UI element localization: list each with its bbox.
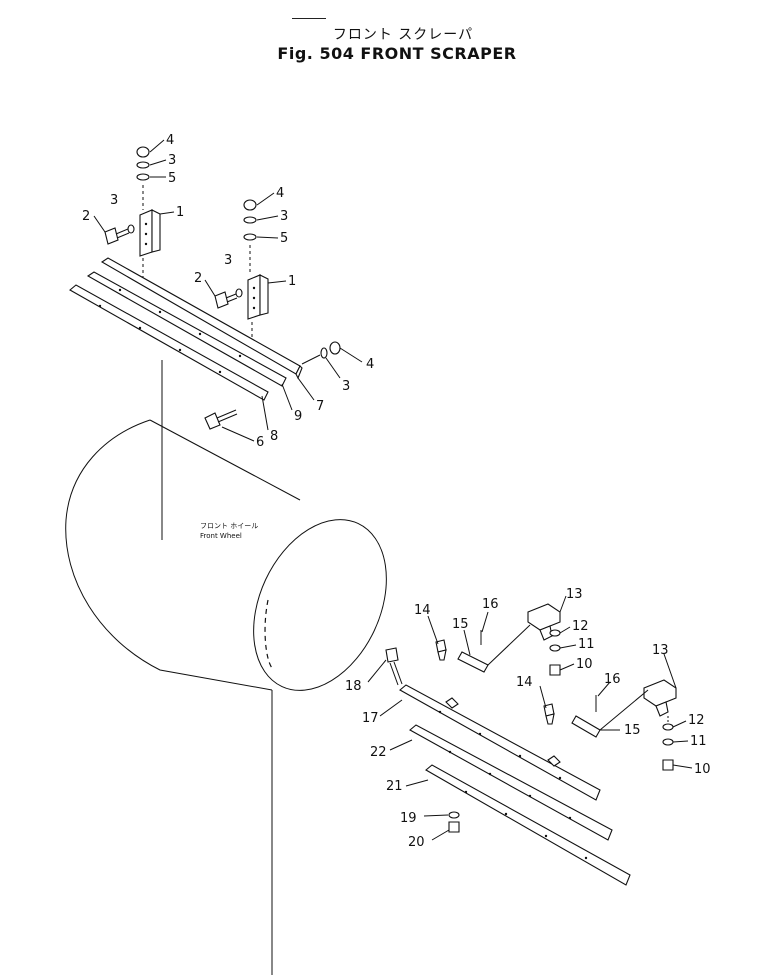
callout-16: 16 <box>482 597 499 612</box>
callout-3: 3 <box>342 379 350 394</box>
callout-21: 21 <box>386 779 403 794</box>
callout-4: 4 <box>276 186 284 201</box>
bolt-right <box>214 288 243 309</box>
scraper-bar-7 <box>100 257 303 380</box>
right-hardware-stack <box>243 199 257 345</box>
callout-14: 14 <box>516 675 533 690</box>
bar-end-hardware <box>301 341 341 365</box>
bottom-hardware <box>448 811 460 833</box>
left-hardware-stack <box>136 146 150 282</box>
hardware-stack-upper <box>549 629 561 676</box>
front-wheel: フロント ホイール Front Wheel <box>65 360 387 975</box>
bolt-6 <box>204 409 238 430</box>
callout-5: 5 <box>280 231 288 246</box>
callout-16: 16 <box>604 672 621 687</box>
callout-4: 4 <box>166 133 174 148</box>
hinge-bracket-lower <box>643 679 677 717</box>
callout-6: 6 <box>256 435 264 450</box>
callout-9: 9 <box>294 409 302 424</box>
bolt-18 <box>385 647 403 686</box>
scraper-blade-8 <box>69 284 269 401</box>
hardware-stack-lower <box>662 716 674 771</box>
callout-20: 20 <box>408 835 425 850</box>
callout-3: 3 <box>168 153 176 168</box>
callout-11: 11 <box>578 637 595 652</box>
pin-assembly-lower <box>543 689 649 738</box>
scraper-bar-9 <box>86 271 287 387</box>
title-rule <box>292 18 326 19</box>
pin-assembly-upper <box>435 624 531 673</box>
callout-22: 22 <box>370 745 387 760</box>
bolt-left <box>104 224 135 245</box>
callout-3: 3 <box>110 193 118 208</box>
callout-19: 19 <box>400 811 417 826</box>
callout-13: 13 <box>566 587 583 602</box>
figure-title-japanese: フロント スクレーパ <box>332 27 474 43</box>
callout-17: 17 <box>362 711 379 726</box>
callout-7: 7 <box>316 399 324 414</box>
callout-1: 1 <box>288 274 296 289</box>
upper-bracket-left <box>139 209 161 257</box>
upper-bracket-right <box>247 274 269 320</box>
scraper-blade-21 <box>425 764 631 886</box>
wheel-label-japanese: フロント ホイール <box>200 522 258 530</box>
callout-15: 15 <box>452 617 469 632</box>
callout-12: 12 <box>688 713 705 728</box>
figure-title: Fig. 504 FRONT SCRAPER <box>277 44 517 63</box>
callout-4: 4 <box>366 357 374 372</box>
wheel-label: Front Wheel <box>200 532 242 540</box>
callout-18: 18 <box>345 679 362 694</box>
callout-14: 14 <box>414 603 431 618</box>
callout-3: 3 <box>280 209 288 224</box>
callout-11: 11 <box>690 734 707 749</box>
scraper-bar-17 <box>399 684 601 801</box>
callout-labels: 1 1 2 2 3 3 3 3 3 4 4 4 5 5 6 7 8 9 10 1… <box>82 133 711 850</box>
leader-lines <box>93 139 693 841</box>
callout-2: 2 <box>82 209 90 224</box>
callout-5: 5 <box>168 171 176 186</box>
scraper-bar-22 <box>409 724 613 841</box>
callout-8: 8 <box>270 429 278 444</box>
callout-3: 3 <box>224 253 232 268</box>
callout-13: 13 <box>652 643 669 658</box>
callout-12: 12 <box>572 619 589 634</box>
callout-15: 15 <box>624 723 641 738</box>
callout-2: 2 <box>194 271 202 286</box>
callout-1: 1 <box>176 205 184 220</box>
hinge-bracket-upper <box>527 603 561 641</box>
callout-10: 10 <box>694 762 711 777</box>
callout-10: 10 <box>576 657 593 672</box>
